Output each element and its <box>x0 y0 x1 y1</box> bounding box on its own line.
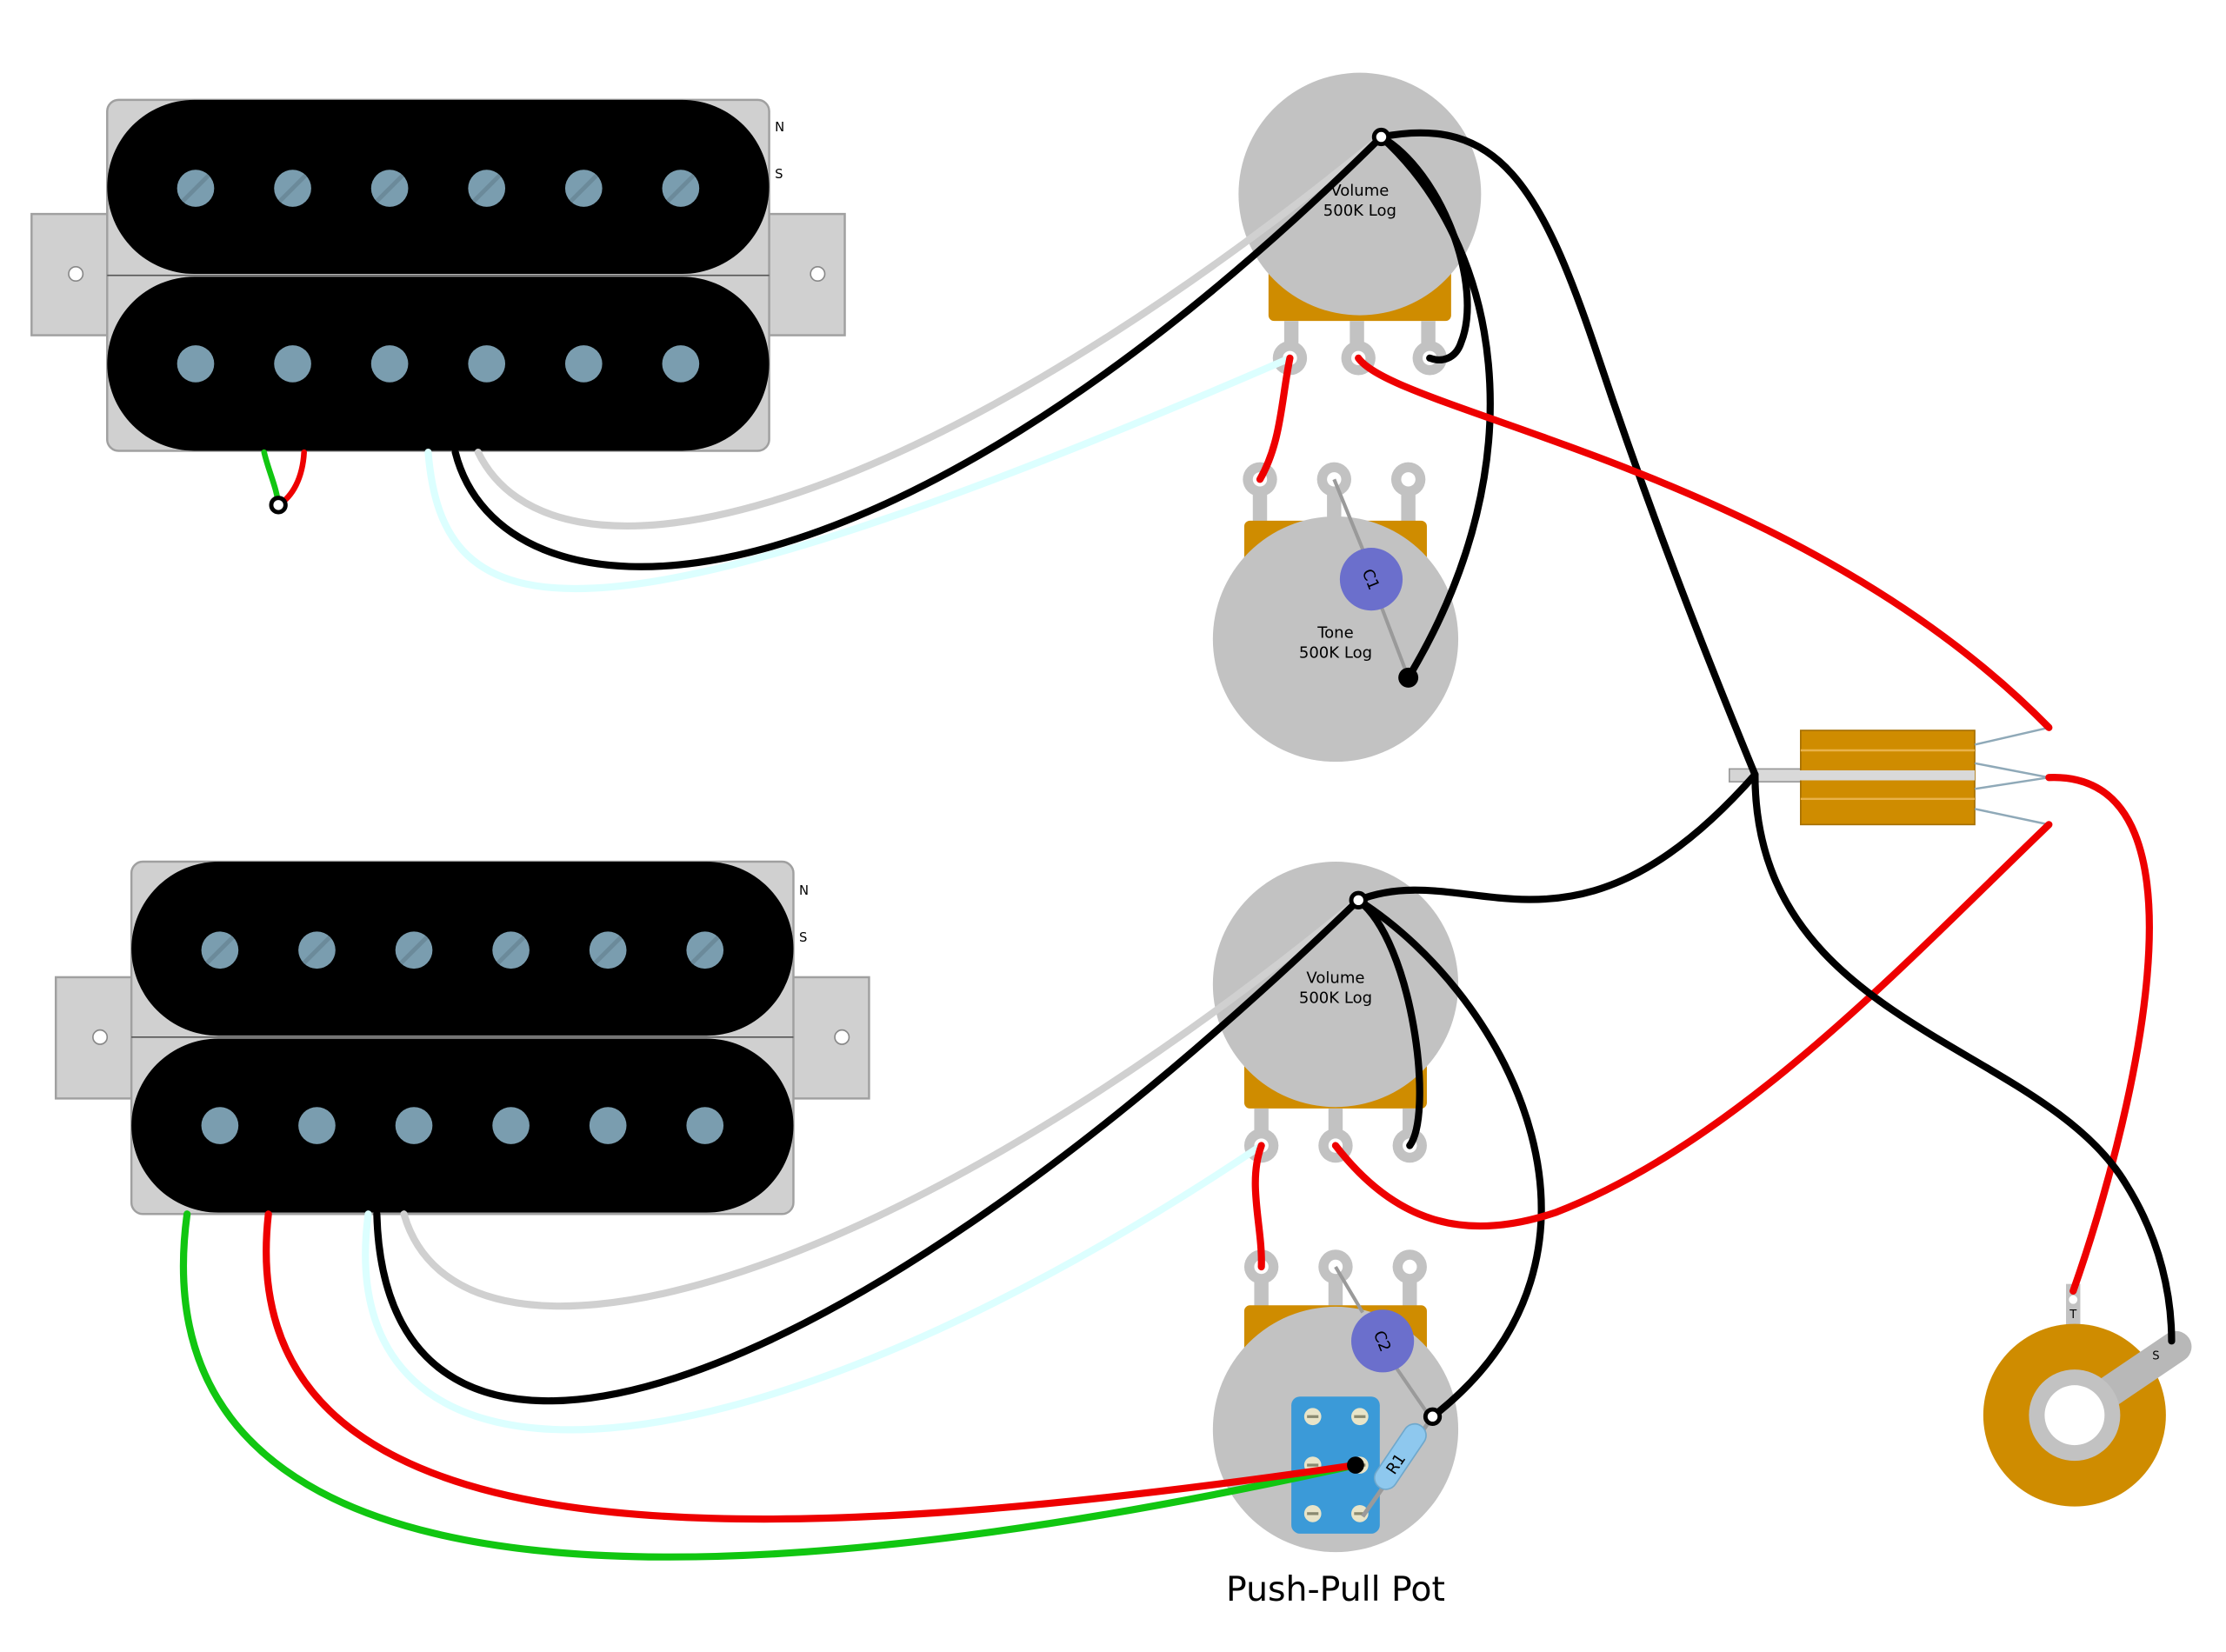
capacitor-body <box>1351 1309 1415 1373</box>
wire-neck-white <box>474 133 1385 530</box>
bridge-humbucker-pickup: N S <box>54 860 870 1216</box>
wire-lower-volume-to-resistor <box>1355 896 1545 1421</box>
resistor-body <box>1373 1422 1427 1490</box>
jack-sleeve-label: S <box>2152 1350 2159 1363</box>
solder-joint <box>1347 1456 1364 1474</box>
wire-volume-to-tone-ground <box>1377 133 1494 682</box>
solder-joint <box>1371 127 1391 147</box>
wire-bridge-red <box>263 1210 1360 1523</box>
solder-joint <box>1398 667 1419 688</box>
wire-ground-bus-upper <box>1377 129 1759 779</box>
mounting-screw-hole <box>68 266 84 283</box>
wire-neck-black <box>451 133 1385 570</box>
jack-tip-label: T <box>2069 1309 2077 1322</box>
solder-joint <box>1349 890 1368 909</box>
mounting-screw-hole <box>810 266 826 283</box>
wire-lower-volume-ground-loop <box>1355 896 1423 1149</box>
pot-name-label: Tone <box>1316 623 1354 642</box>
pot-name-label: Volume <box>1330 182 1389 200</box>
neck-humbucker-pickup: N S <box>30 98 846 452</box>
wire-bridge-green <box>179 1210 1360 1561</box>
wire-volume-ground-loop <box>1377 133 1471 363</box>
tone-pot: Tone 500K Log <box>1212 462 1459 763</box>
capacitor-c1: C1 <box>1332 478 1410 679</box>
wire-lower-volume-to-switch <box>1355 770 1759 904</box>
capacitor-body <box>1339 548 1403 611</box>
pickup-coil-north <box>107 99 770 275</box>
mounting-screw-hole <box>834 1029 850 1045</box>
screw-pole-pieces <box>201 931 724 969</box>
south-coil-label: S <box>775 167 783 182</box>
push-pull-caption: Push-Pull Pot <box>1226 1569 1445 1609</box>
solder-joint <box>269 496 288 515</box>
mounting-screw-hole <box>92 1029 109 1045</box>
pot-body <box>1212 862 1459 1108</box>
capacitor-c2: C2 <box>1334 1265 1431 1418</box>
wire-volume-to-tone-red <box>1256 354 1294 483</box>
pickup-coil-south <box>107 276 770 451</box>
wire-neck-bare <box>424 354 1294 593</box>
pot-value-label: 500K Log <box>1299 643 1372 662</box>
slug-pole-pieces <box>201 1107 724 1144</box>
pickup-coil-north <box>131 862 794 1036</box>
wire-bridge-bare <box>362 1142 1265 1434</box>
south-coil-label: S <box>799 930 807 945</box>
wire-ground-to-jack-sleeve <box>1751 770 2176 1345</box>
wires <box>179 127 2176 1561</box>
wire-lower-volume-to-pushpull-red <box>1251 1142 1265 1271</box>
wire-bridge-black <box>373 896 1363 1405</box>
pot-value-label: 500K Log <box>1323 202 1396 220</box>
solder-joint <box>1423 1407 1443 1426</box>
pickup-coil-south <box>131 1038 794 1213</box>
slug-pole-pieces <box>177 345 700 383</box>
output-jack: T S <box>1983 1283 2192 1507</box>
screw-pole-pieces <box>177 170 700 207</box>
wire-volume-to-switch-red <box>1355 354 2053 731</box>
three-way-toggle-switch <box>1728 726 2049 826</box>
wire-lower-volume-to-switch-red <box>1331 821 2053 1230</box>
north-coil-label: N <box>799 883 809 898</box>
wire-switch-to-jack-tip <box>2045 774 2153 1295</box>
pot-name-label: Volume <box>1306 969 1364 987</box>
wire-bridge-white <box>400 896 1363 1310</box>
pot-value-label: 500K Log <box>1299 989 1372 1007</box>
north-coil-label: N <box>775 120 784 135</box>
